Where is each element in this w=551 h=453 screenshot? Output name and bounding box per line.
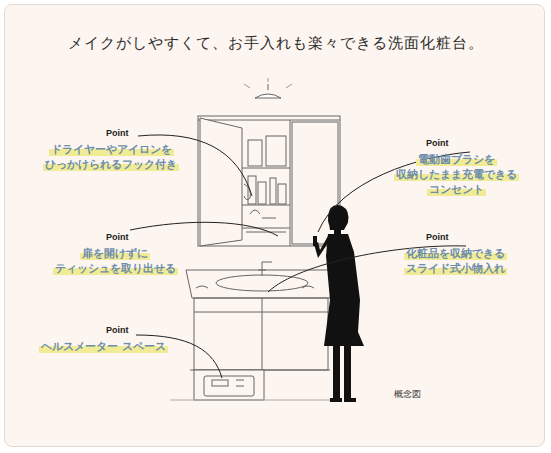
highlighted-text: ヘルスメーター スペース <box>39 340 168 353</box>
callout: Point 化粧品を収納できる スライド式小物入れ <box>388 232 523 276</box>
point-heading: Point <box>36 325 171 335</box>
point-heading: Point <box>40 232 190 242</box>
callout-text: 扉を開けずに ティッシュを取り出せる <box>40 246 190 276</box>
note-label: 概念図 <box>394 388 421 401</box>
point-heading: Point <box>386 138 526 148</box>
callout-text: ヘルスメーター スペース <box>36 339 171 354</box>
callout: Point ドライヤーやアイロンを ひっかけられるフック付き <box>36 128 186 172</box>
highlighted-text: 扉を開けずに ティッシュを取り出せる <box>53 247 178 275</box>
highlighted-text: 化粧品を収納できる スライド式小物入れ <box>404 247 507 275</box>
callout-text: 電動歯ブラシを 収納したまま充電できる コンセント <box>386 152 526 197</box>
callout: Point ヘルスメーター スペース <box>36 325 171 354</box>
callout-text: 化粧品を収納できる スライド式小物入れ <box>388 246 523 276</box>
highlighted-text: ドライヤーやアイロンを ひっかけられるフック付き <box>43 143 179 171</box>
callout: Point 電動歯ブラシを 収納したまま充電できる コンセント <box>386 138 526 197</box>
background-panel <box>4 4 545 447</box>
highlighted-text: 電動歯ブラシを 収納したまま充電できる コンセント <box>394 153 519 196</box>
diagram-title: メイクがしやすくて、お手入れも楽々できる洗面化粧台。 <box>0 34 551 53</box>
point-heading: Point <box>388 232 523 242</box>
callout: Point 扉を開けずに ティッシュを取り出せる <box>40 232 190 276</box>
callout-text: ドライヤーやアイロンを ひっかけられるフック付き <box>36 142 186 172</box>
point-heading: Point <box>36 128 186 138</box>
